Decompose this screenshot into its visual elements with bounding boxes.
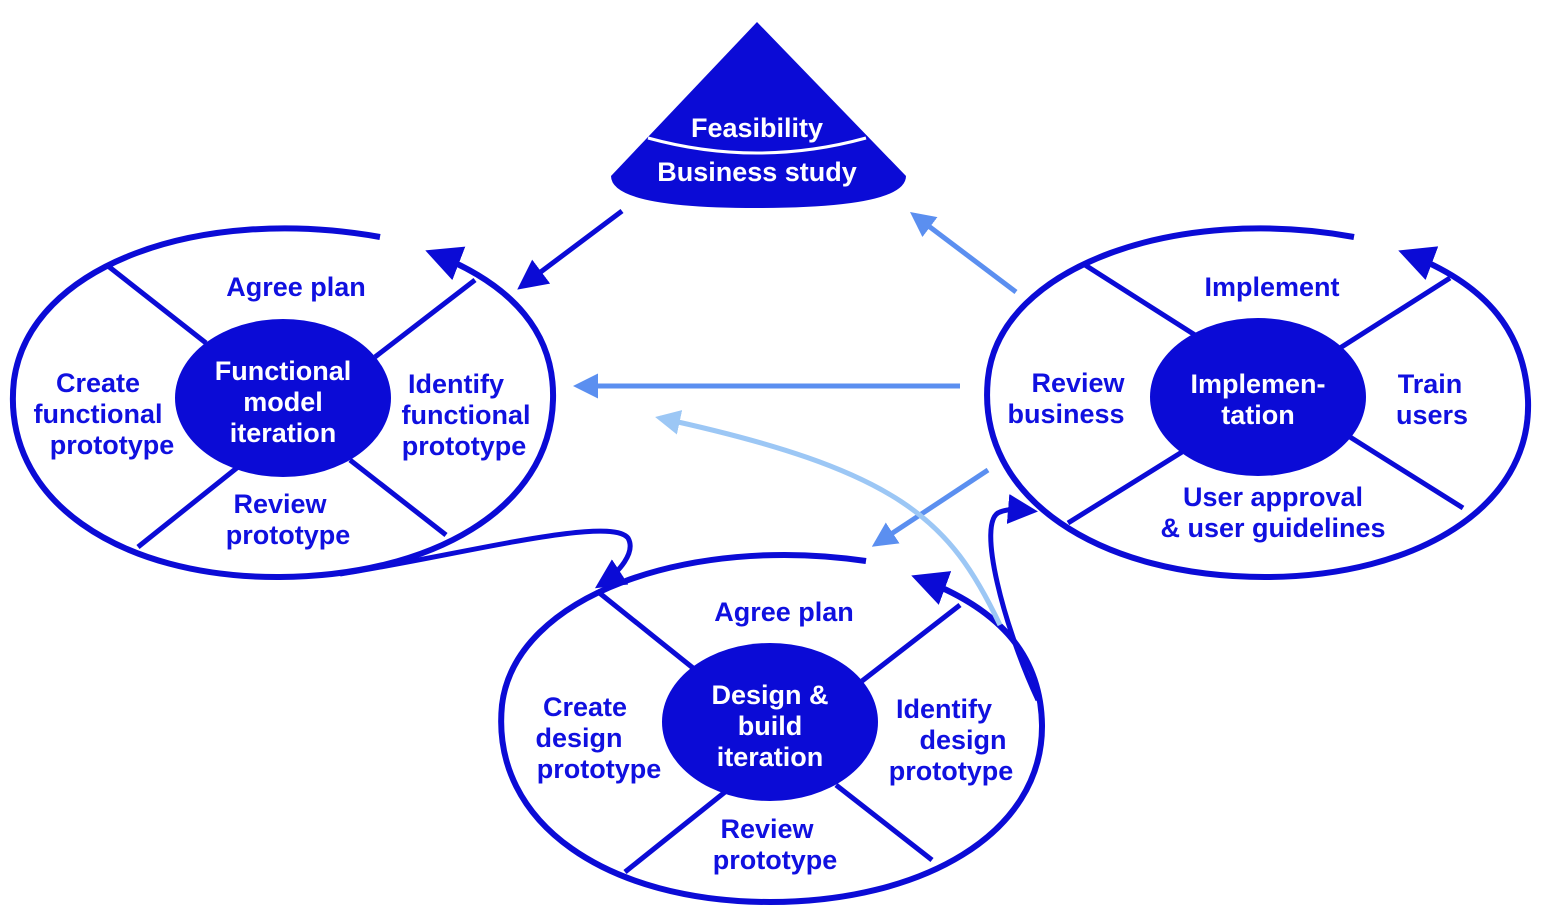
implementation-center-line-1: Implemen- [1190,369,1325,399]
design-review-line-1: Review [720,814,814,844]
functional-identify-line-1: Identify [408,369,504,399]
functional-create-line-3: prototype [50,430,175,460]
implementation-review-line-2: business [1007,399,1124,429]
design-divider-top-left [595,589,695,670]
design-center-ellipse [662,643,878,801]
feasibility-cone-shape [611,22,906,208]
implementation-review-line-1: Review [1031,368,1125,398]
design-create-line-1: Create [543,692,627,722]
design-agree-plan: Agree plan [714,597,854,627]
business-study-label: Business study [657,157,857,187]
design-divider-top-right [860,603,962,683]
functional-agree-plan: Agree plan [226,272,366,302]
arrow-feasibility-to-functional [517,209,624,290]
design-build-cycle: Design & build iteration Agree plan Crea… [498,552,1046,906]
design-divider-bottom-left [623,790,727,874]
arrow-design-to-functional [655,410,1003,627]
functional-cycle-outline [9,225,557,581]
arrow-design-to-implementation [988,494,1041,702]
functional-review-line-1: Review [233,489,327,519]
functional-review-line-2: prototype [226,520,351,550]
implementation-train-line-1: Train [1398,369,1463,399]
feasibility-cone: Feasibility Business study [611,22,906,208]
implementation-approval-line-1: User approval [1183,482,1363,512]
functional-center-ellipse [175,319,391,477]
design-create-line-3: prototype [537,754,662,784]
implementation-divider-top-right [1338,275,1452,351]
arrow-functional-to-design [339,528,633,589]
implementation-divider-top-left [1083,262,1197,338]
functional-create-line-1: Create [56,368,140,398]
implementation-divider-bottom-left [1066,449,1184,526]
functional-divider-top-right [373,278,477,359]
design-center-line-1: Design & [711,680,828,710]
implementation-train-line-2: users [1396,400,1468,430]
arrow-implementation-to-feasibility [910,211,1018,294]
feasibility-label: Feasibility [691,113,823,143]
design-identify-line-2: design [919,725,1006,755]
implementation-implement: Implement [1204,272,1339,302]
connecting-arrows [339,209,1041,702]
design-center-line-2: build [738,711,802,741]
implementation-cycle: Implemen- tation Implement Review busine… [984,225,1532,581]
feasibility-divider [647,136,867,155]
implementation-cycle-outline [984,225,1532,581]
functional-create-line-2: functional [34,399,163,429]
functional-center-line-3: iteration [230,418,337,448]
implementation-center-line-2: tation [1221,400,1295,430]
arrow-implementation-to-design [871,467,990,547]
functional-identify-line-3: prototype [402,431,527,461]
design-create-line-2: design [535,723,622,753]
functional-divider-bottom-left [136,465,240,549]
design-cycle-outline [498,552,1046,906]
design-center-line-3: iteration [717,742,824,772]
design-identify-line-1: Identify [896,694,992,724]
functional-identify-line-2: functional [402,400,531,430]
implementation-divider-bottom-right [1348,434,1465,511]
design-divider-bottom-right [834,783,934,862]
functional-center-line-2: model [243,387,323,417]
design-review-line-2: prototype [713,845,838,875]
functional-center-line-1: Functional [215,356,352,386]
implementation-center-ellipse [1150,318,1366,476]
functional-divider-bottom-right [348,458,448,537]
implementation-approval-line-2: & user guidelines [1160,513,1385,543]
functional-model-cycle: Functional model iteration Agree plan Cr… [9,225,557,581]
design-identify-line-3: prototype [889,756,1014,786]
functional-divider-top-left [106,264,208,345]
